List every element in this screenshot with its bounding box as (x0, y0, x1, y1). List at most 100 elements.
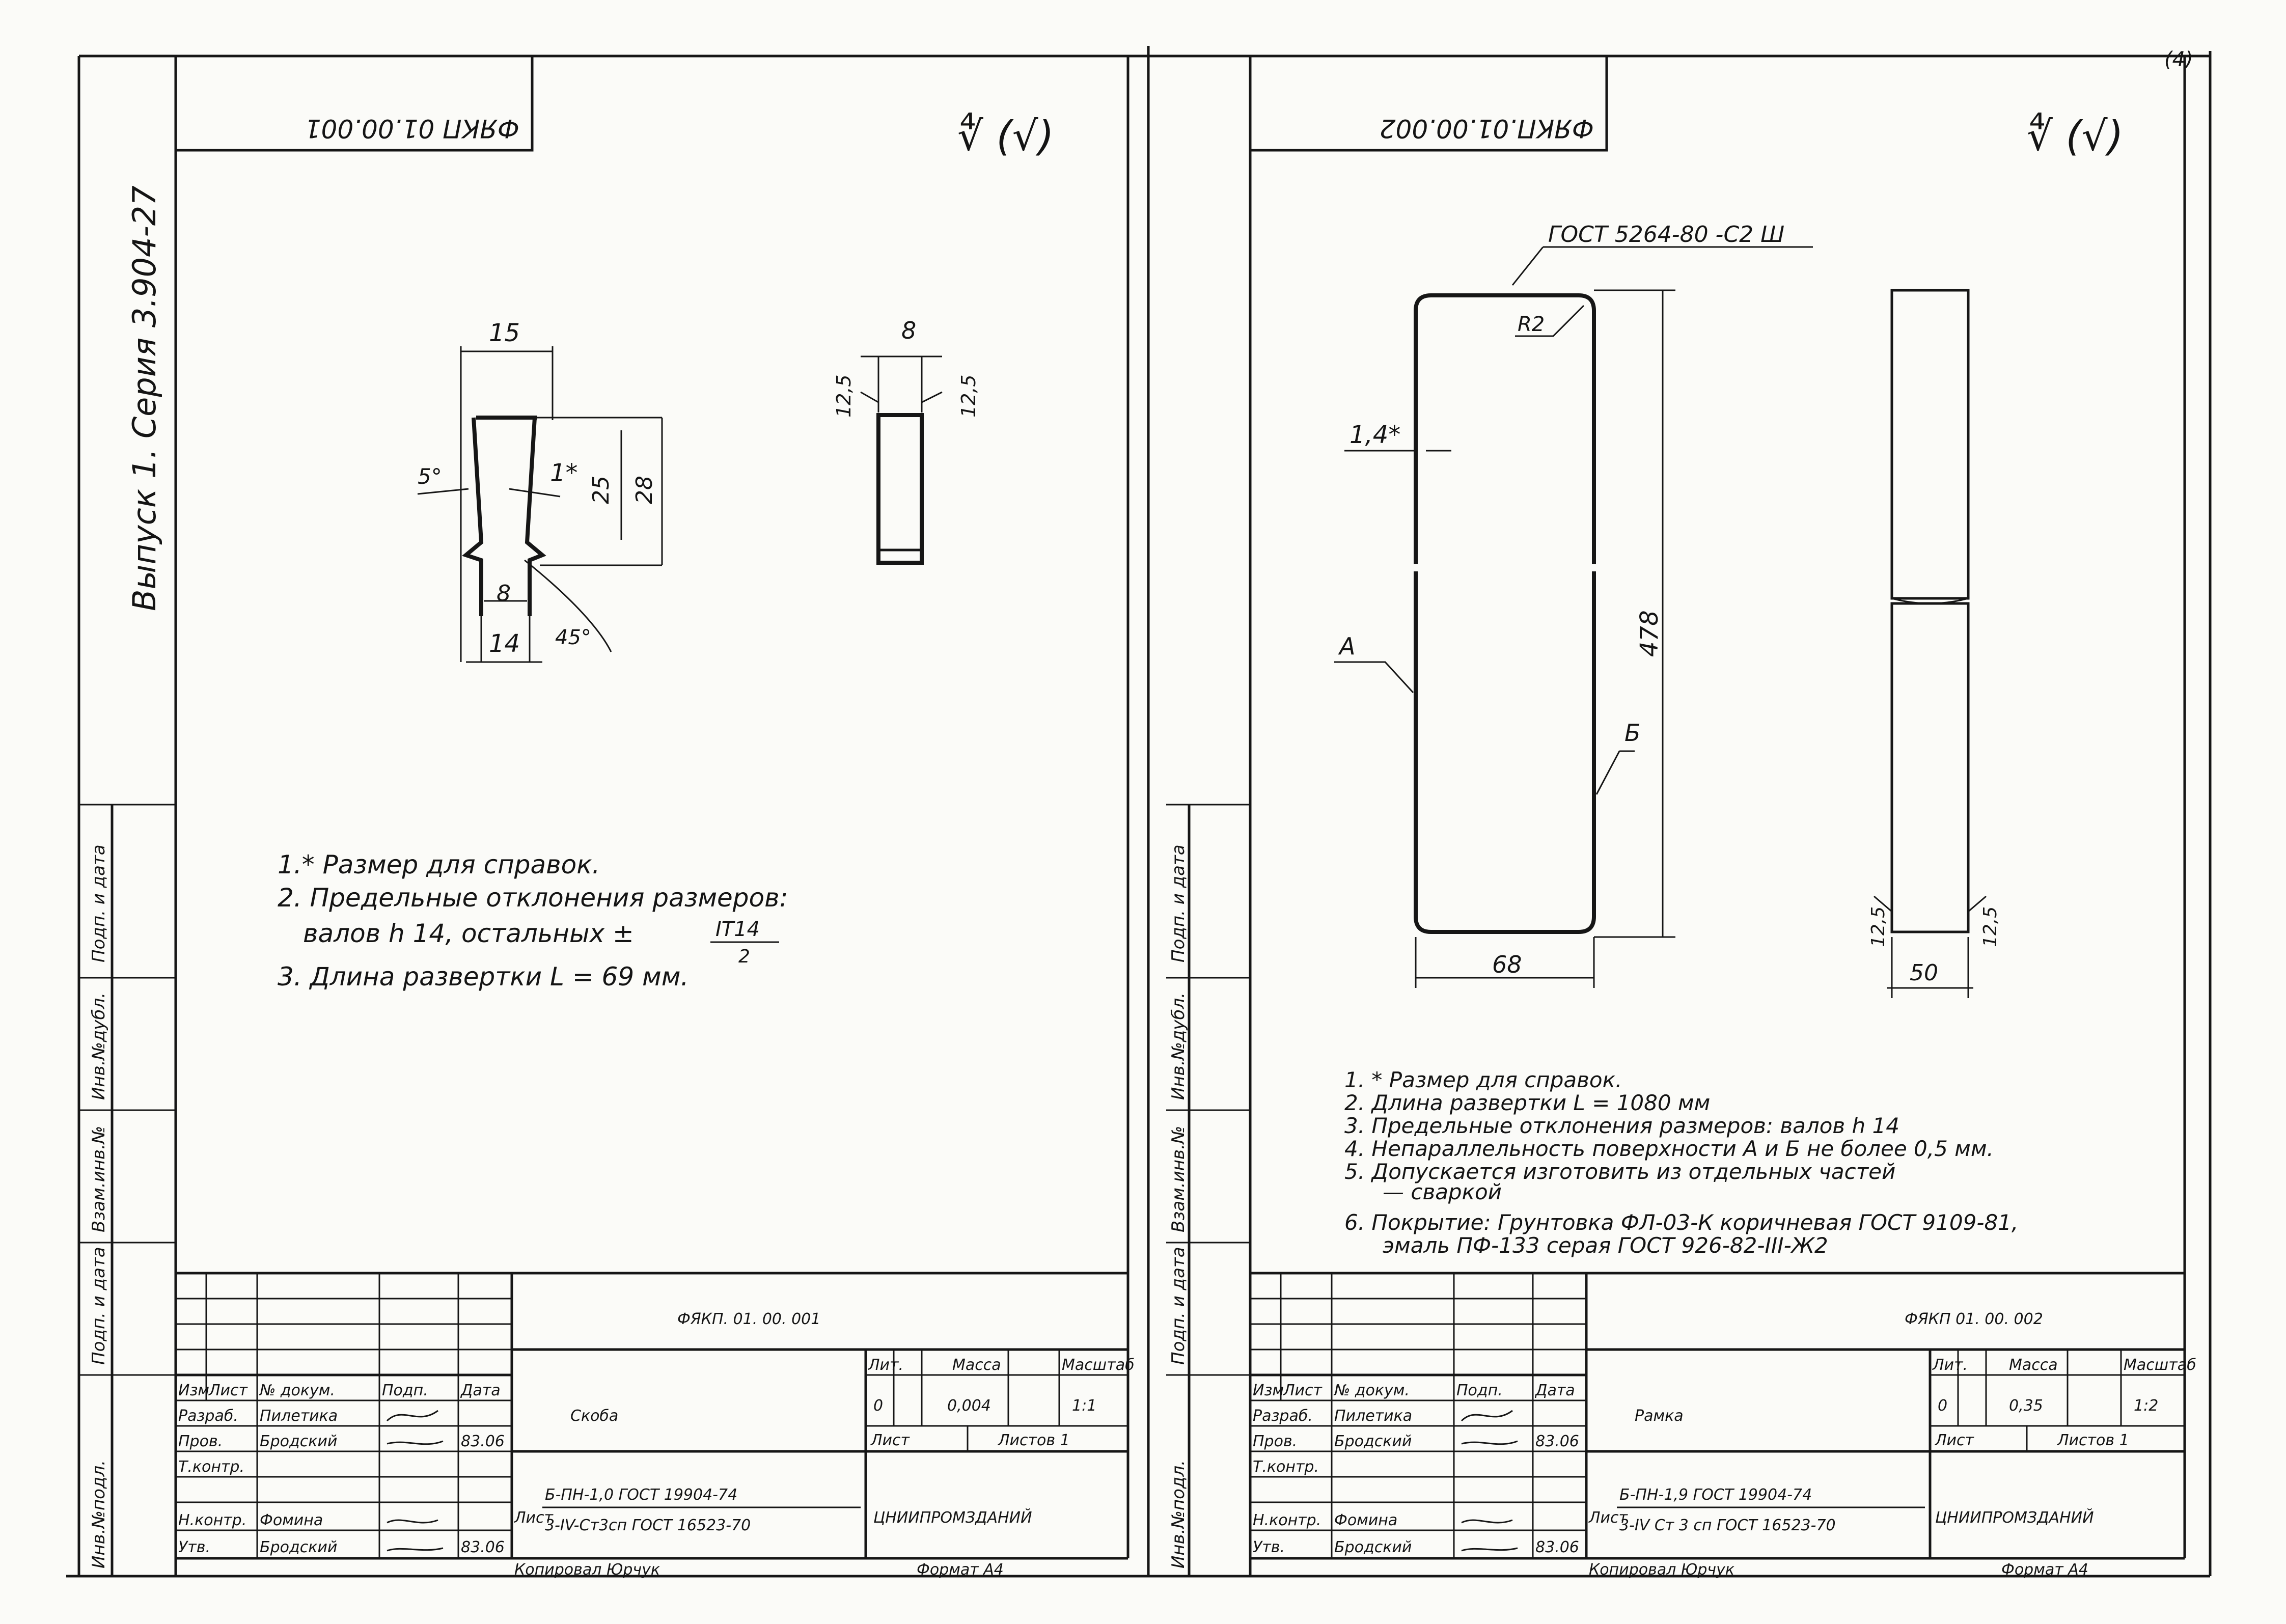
tb-material-1: Б-ПН-1,0 ГОСТ 19904-74 (545, 1486, 737, 1504)
tb-person: Пилетика (260, 1407, 338, 1425)
tb-copied: Копировал Юрчук (514, 1561, 660, 1579)
tb-role: Пров. (178, 1433, 223, 1450)
tb-sheet: Лист (1935, 1432, 1975, 1449)
middle-side-strip: Подп. и дата Инв.№дубл. Взам.инв.№ Подп.… (1166, 56, 1252, 1576)
tb-person: Пилетика (1334, 1407, 1412, 1425)
dim-side-12a: 12,5 (833, 374, 855, 418)
tb-date: 83.06 (461, 1538, 505, 1556)
tb-copied: Копировал Юрчук (1589, 1561, 1734, 1579)
tb-role: Н.контр. (178, 1511, 246, 1529)
tb-date: 83.06 (1535, 1433, 1579, 1450)
dim-side-12b: 12,5 (957, 374, 980, 418)
side-label: Подп. и дата (1168, 1247, 1189, 1365)
tb-role: Н.контр. (1253, 1511, 1321, 1529)
surface-b: Б (1624, 719, 1641, 747)
bracket-side-view: 8 12,5 12,5 (833, 317, 980, 565)
tb-person: Бродский (260, 1433, 337, 1450)
note-line: 5. Допускается изготовить из отдельных ч… (1344, 1159, 1895, 1184)
note-line: 3. Длина развертки L = 69 мм. (278, 962, 688, 992)
dim-w68: 68 (1492, 951, 1522, 978)
frame-front-view: R2 1,4* 478 68 А Б (1334, 289, 1675, 988)
tb-mass: 0,004 (947, 1397, 991, 1415)
tb-role: Пров. (1253, 1433, 1297, 1450)
tb-role: Утв. (1253, 1538, 1285, 1556)
tb-format: Формат А4 (2001, 1561, 2088, 1579)
signature (386, 1410, 444, 1552)
tb-role: Т.контр. (1253, 1458, 1319, 1476)
tb-sheets: Листов 1 (2057, 1432, 2129, 1449)
note-line: 2. Длина развертки L = 1080 мм (1344, 1090, 1710, 1115)
surface-a: А (1338, 632, 1355, 660)
dim-s12a: 12,5 (1868, 906, 1889, 947)
sheet-code-rotated: ФЯКП 01.00.001 (305, 114, 519, 143)
tb-part-name: Рамка (1635, 1407, 1684, 1425)
notes-left: 1.* Размер для справок. 2. Предельные от… (278, 850, 788, 992)
note-line: 4. Непараллельность поверхности А и Б не… (1344, 1136, 1994, 1161)
title-block-right: Изм Лист № докум. Подп. Дата Разраб. Про… (1250, 1272, 2196, 1579)
tb-header: Лист (1283, 1382, 1323, 1399)
tb-mass-header: Масса (2009, 1356, 2058, 1374)
tb-header: № докум. (1333, 1382, 1410, 1399)
tb-date: 83.06 (461, 1433, 505, 1450)
tb-material-1: Б-ПН-1,9 ГОСТ 19904-74 (1619, 1486, 1812, 1504)
outer-frame (66, 46, 2212, 1578)
dim-h28: 28 (631, 476, 657, 504)
tb-person: Бродский (260, 1538, 337, 1556)
notes-right: 1. * Размер для справок. 2. Длина развер… (1344, 1067, 2018, 1258)
dim-side-slot: 8 (901, 317, 916, 344)
tb-part-name: Скоба (570, 1407, 618, 1425)
tb-organization: ЦНИИПРОМЗДАНИЙ (873, 1508, 1032, 1527)
side-label: Подп. и дата (89, 844, 109, 962)
tb-mass: 0,35 (2009, 1397, 2043, 1415)
tb-header: Изм (178, 1382, 209, 1399)
side-label: Инв.№дубл. (89, 993, 109, 1100)
dim-s12b: 12,5 (1980, 906, 2001, 947)
corner-mark: (4) (2164, 48, 2193, 71)
bracket-front-view: 15 14 8 5° 1* 25 28 45° (417, 319, 663, 663)
tb-header: Подп. (1456, 1382, 1503, 1399)
frame-side-view: 50 12,5 12,5 (1868, 289, 2001, 998)
tb-material-label: Лист (1588, 1509, 1629, 1527)
tb-scale-header: Масштаб (2124, 1356, 2196, 1374)
note-line: валов h 14, остальных ± (303, 919, 634, 948)
side-label: Инв.№подл. (1168, 1460, 1189, 1568)
tb-person: Фомина (260, 1511, 323, 1529)
tb-material-2: 3-IV Ст 3 сп ГОСТ 16523-70 (1619, 1517, 1836, 1534)
tb-code: ФЯКП 01. 00. 002 (1905, 1310, 2043, 1328)
side-label: Взам.инв.№ (1168, 1126, 1189, 1232)
series-stamp: Выпуск 1. Серия 3.904-27 (126, 185, 163, 611)
tb-lit: 0 (1938, 1397, 1947, 1415)
tb-lit-header: Лит. (868, 1356, 903, 1374)
tb-scale: 1:1 (1072, 1397, 1096, 1415)
tb-header: Дата (460, 1382, 501, 1399)
tb-format: Формат А4 (917, 1561, 1004, 1579)
tb-role: Утв. (178, 1538, 210, 1556)
note-line: 1.* Размер для справок. (278, 850, 600, 879)
weld-callout: ГОСТ 5264-80 -С2 Ш (1548, 222, 1784, 247)
tb-scale-header: Масштаб (1062, 1356, 1135, 1374)
note-fraction-den: 2 (738, 946, 750, 967)
roughness-mark: ∜ (√) (2027, 112, 2124, 160)
tb-lit: 0 (873, 1397, 883, 1415)
side-label: Взам.инв.№ (89, 1126, 109, 1232)
side-label: Подп. и дата (1168, 844, 1189, 962)
dim-width-top: 15 (489, 319, 520, 347)
tb-person: Фомина (1334, 1511, 1397, 1529)
dim-width-bottom: 14 (489, 629, 520, 658)
dim-angle-5: 5° (418, 464, 442, 489)
tb-code: ФЯКП. 01. 00. 001 (677, 1310, 820, 1328)
sheet-left: ФЯКП 01.00.001 ∜ (√) 15 14 8 5° 1* 25 28… (174, 54, 1135, 1579)
note-fraction-num: IT14 (715, 918, 760, 941)
side-label: Инв.№подл. (89, 1460, 109, 1568)
dim-h25: 25 (588, 476, 614, 504)
note-line: — сваркой (1383, 1179, 1502, 1204)
note-line: эмаль ПФ-133 серая ГОСТ 926-82-III-Ж2 (1383, 1233, 1828, 1258)
tb-organization: ЦНИИПРОМЗДАНИЙ (1935, 1508, 2094, 1527)
tb-material-label: Лист (514, 1509, 554, 1527)
dim-w50: 50 (1910, 960, 1938, 986)
tb-person: Бродский (1334, 1538, 1412, 1556)
roughness-mark: ∜ (√) (957, 112, 1054, 160)
tb-scale: 1:2 (2134, 1397, 2158, 1415)
sheet-code-rotated: ФЯКП.01.00.002 (1380, 114, 1594, 143)
tb-material-2: 3-IV-Ст3сп ГОСТ 16523-70 (545, 1517, 751, 1534)
